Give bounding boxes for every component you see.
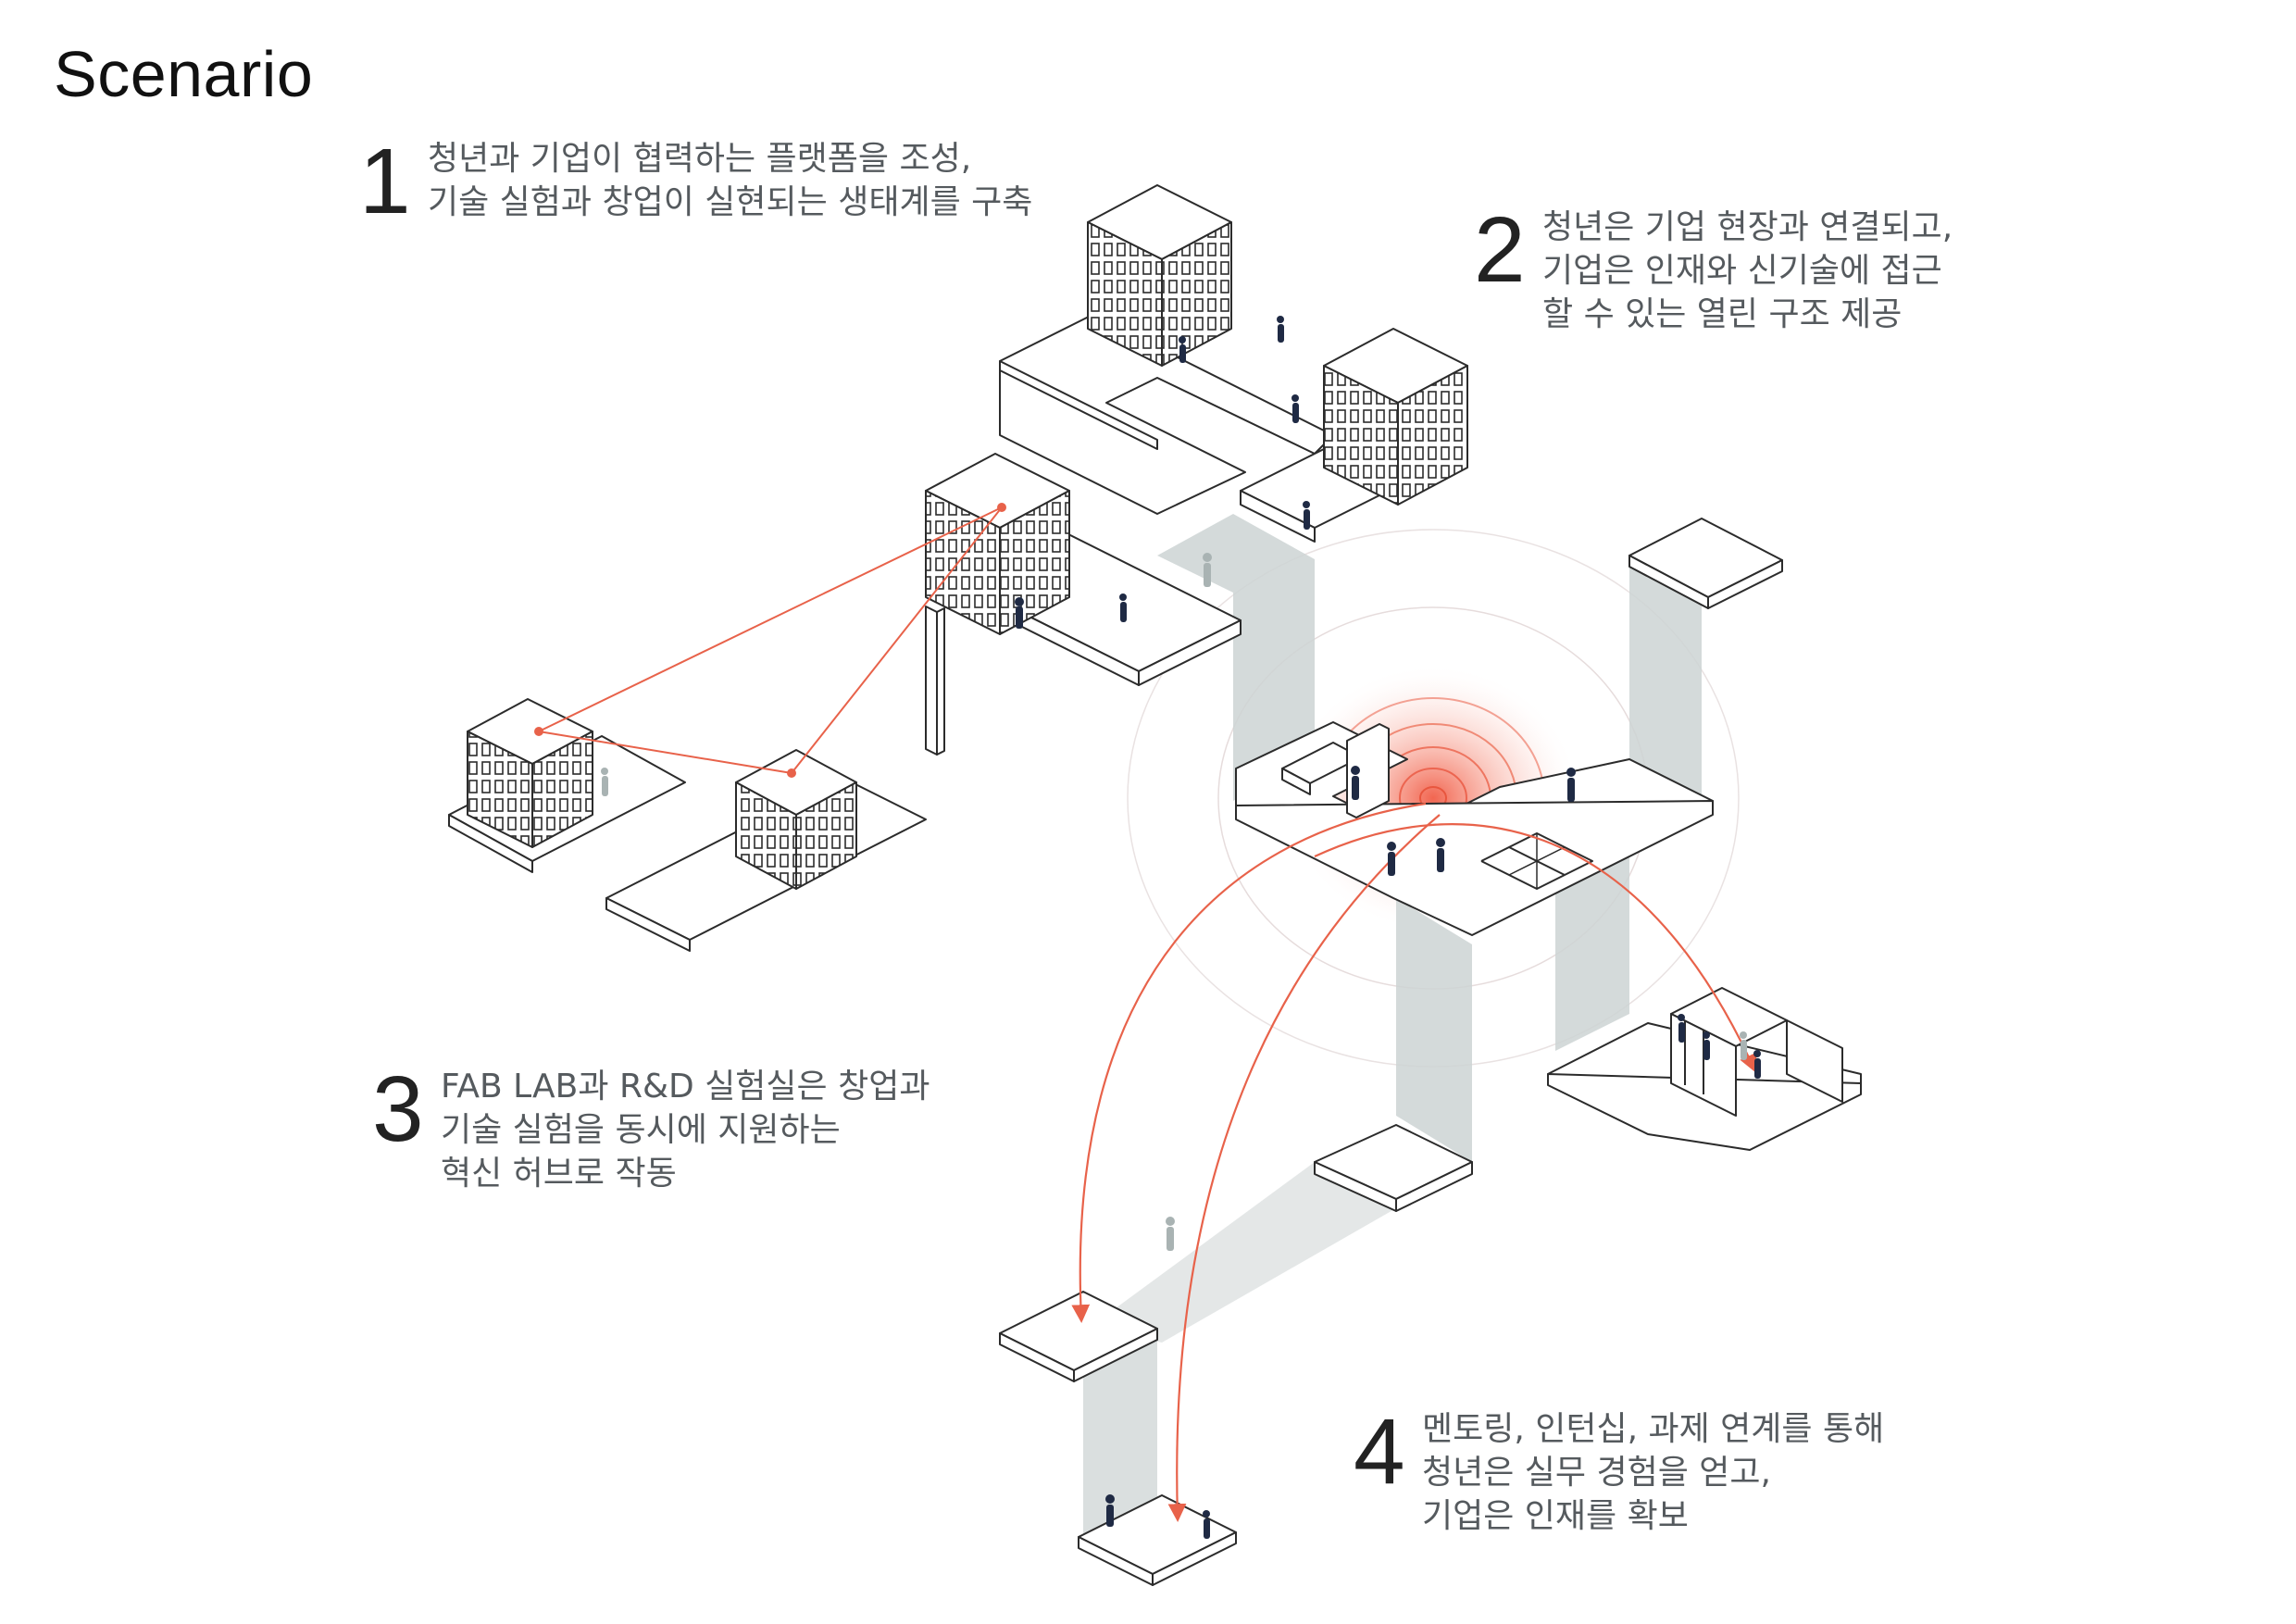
building-top-right xyxy=(1323,328,1468,506)
step-1-line-1: 청년과 기업이 협력하는 플랫폼을 조성, xyxy=(428,140,972,178)
building-left-lower xyxy=(735,749,857,890)
step-4-line-2: 청년은 실무 경험을 얻고, xyxy=(1422,1454,1771,1492)
step-1-line-2: 기술 실험과 창업이 실현되는 생태계를 구축 xyxy=(428,183,1033,221)
step-2-text: 청년은 기업 현장과 연결되고, 기업은 인재와 신기술에 접근 할 수 있는 … xyxy=(1542,206,1953,336)
step-2-line-2: 기업은 인재와 신기술에 접근 xyxy=(1542,252,1942,290)
page-title: Scenario xyxy=(54,38,314,110)
step-3-callout: 3 FAB LAB과 R&D 실험실은 창업과 기술 실험을 동시에 지원하는 … xyxy=(372,1057,930,1195)
building-top xyxy=(1087,184,1232,367)
step-2-line-1: 청년은 기업 현장과 연결되고, xyxy=(1542,208,1953,246)
step-2-number: 2 xyxy=(1474,198,1526,302)
step-3-number: 3 xyxy=(372,1057,424,1161)
step-4-number: 4 xyxy=(1354,1400,1405,1504)
step-2-line-3: 할 수 있는 열린 구조 제공 xyxy=(1542,295,1903,333)
building-left xyxy=(467,698,593,848)
step-4-line-3: 기업은 인재를 확보 xyxy=(1422,1497,1689,1535)
building-middle xyxy=(925,453,1070,756)
network-links xyxy=(538,506,1003,774)
step-3-line-3: 혁신 허브로 작동 xyxy=(441,1155,677,1193)
step-4-text: 멘토링, 인턴십, 과제 연계를 통해 청년은 실무 경험을 얻고, 기업은 인… xyxy=(1422,1407,1884,1538)
step-3-line-1: FAB LAB과 R&D 실험실은 창업과 xyxy=(441,1068,930,1106)
step-4-callout: 4 멘토링, 인턴십, 과제 연계를 통해 청년은 실무 경험을 얻고, 기업은… xyxy=(1354,1400,1884,1538)
step-1-number: 1 xyxy=(359,130,411,233)
hub-arcs xyxy=(1071,802,1757,1522)
step-2-callout: 2 청년은 기업 현장과 연결되고, 기업은 인재와 신기술에 접근 할 수 있… xyxy=(1474,198,1953,336)
network-nodes xyxy=(534,503,1006,778)
step-3-line-2: 기술 실험을 동시에 지원하는 xyxy=(441,1111,841,1149)
buildings xyxy=(467,184,1468,890)
step-1-callout: 1 청년과 기업이 협력하는 플랫폼을 조성, 기술 실험과 창업이 실현되는 … xyxy=(359,130,1032,233)
step-1-text: 청년과 기업이 협력하는 플랫폼을 조성, 기술 실험과 창업이 실현되는 생태… xyxy=(428,137,1032,224)
connector-shadows xyxy=(1083,514,1702,1537)
step-3-text: FAB LAB과 R&D 실험실은 창업과 기술 실험을 동시에 지원하는 혁신… xyxy=(441,1065,930,1195)
step-4-line-1: 멘토링, 인턴십, 과제 연계를 통해 xyxy=(1422,1410,1885,1448)
people xyxy=(601,316,1761,1539)
